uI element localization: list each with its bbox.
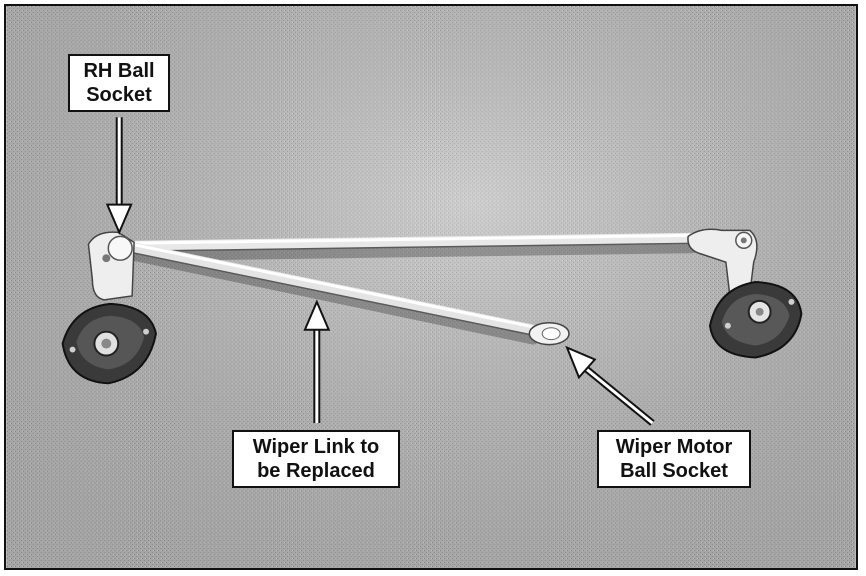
wiper-rod-upper [120,232,698,252]
wiper-motor-arrow [565,345,655,426]
rh-pivot-assembly [61,231,157,385]
wiper-motor-label-line1: Wiper Motor [615,436,733,458]
lh-pivot-assembly [687,228,803,359]
wiper-link-label-line1: Wiper Link to [252,436,380,458]
rh-ball-socket-label-line1: RH Ball [83,60,155,82]
wiper-link-rod [125,241,537,336]
rh-ball-socket-label-line2: Socket [86,84,152,106]
wiper-motor-label-line2: Ball Socket [620,460,728,482]
wiper-link-label-line2: be Replaced [257,460,375,482]
rh-ball-socket [107,235,133,261]
rh-ball-socket-arrow [105,117,133,235]
wiper-link-arrow [303,299,331,424]
wiper-motor-ball-socket [528,322,570,346]
wiper-motor-ball-socket-label: Wiper Motor Ball Socket [597,430,751,488]
wiper-link-label: Wiper Link to be Replaced [232,430,400,488]
rh-ball-socket-label: RH Ball Socket [68,54,170,112]
photo-frame: RH Ball Socket Wiper Link to be Replaced… [4,4,858,570]
